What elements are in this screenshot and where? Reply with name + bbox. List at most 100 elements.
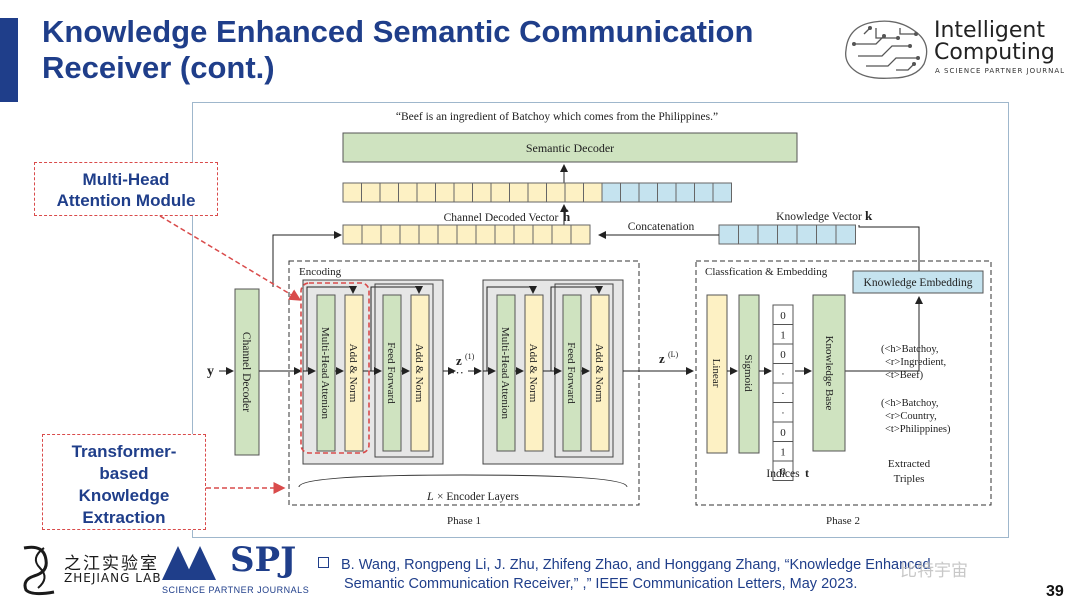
ic-logo-line3: A SCIENCE PARTNER JOURNAL [935,67,1066,75]
svg-text:<t>Beef): <t>Beef) [885,370,924,381]
zhejiang-lab-name-cn: 之江实验室 [64,554,159,574]
mha-callout: Multi-Head Attention Module [34,162,218,216]
y-symbol: y [207,364,214,379]
knowledge-vector-label: Knowledge Vector [776,211,862,223]
phase1-box [288,260,640,506]
phase2-box [695,260,992,506]
index-bit: · [781,369,785,381]
svg-text:(<h>Batchoy,: (<h>Batchoy, [881,344,939,355]
extracted-triple-2: (<h>Batchoy, <r>Country, <t>Philippines) [881,398,951,435]
knowledge-embedding-label: Knowledge Embedding [864,277,973,289]
z1-symbol: z [456,353,462,368]
spj-subtitle: SCIENCE PARTNER JOURNALS [162,585,310,595]
feed-forward-block-label: Feed Forward [565,342,577,404]
sigmoid-block [738,294,760,454]
index-bit: · [781,408,785,420]
add-norm-block-label: Add & Norm [527,344,539,403]
tke-callout-line1: Transformer- [71,442,177,461]
vector-cell [570,224,591,245]
z1-superscript: (1) [465,352,475,361]
index-bit: 0 [780,427,786,439]
slide-title: Knowledge Enhanced Semantic Communicatio… [42,14,754,85]
add-norm-block-label: Add & Norm [593,344,605,403]
mha-callout-line1: Multi-Head [82,170,170,189]
feed-forward-block [382,294,402,452]
index-bit: · [781,388,785,400]
reference-line1: B. Wang, Rongpeng Li, J. Zhu, Zhifeng Zh… [341,557,931,573]
mha-highlight-box [300,282,370,454]
multi-head-attention-block-label: Multi-Head Attenion [499,327,511,419]
tke-callout-line3: Knowledge [78,486,170,505]
zL-superscript: (L) [668,350,679,359]
t-symbol: t [805,466,809,480]
mha-callout-line2: Attention Module [56,191,196,210]
ic-logo-line2: Computing [934,40,1055,65]
knowledge-embedding-block [852,270,984,294]
svg-text:<r>Country,: <r>Country, [885,411,937,422]
encoder-ellipsis: ··· [451,365,464,380]
bullet-square-icon [318,557,329,568]
concatenation-label: Concatenation [628,221,695,233]
h-hat-symbol: ĥ [563,209,571,224]
reference-line2: Semantic Communication Receiver,” ,” IEE… [344,576,858,592]
encoder-layers-L: L [426,489,434,503]
index-bit: 1 [780,447,786,459]
indices-vector: 0 1 0 · · · 0 1 0 [772,304,794,481]
channel-decoded-vector-label: Channel Decoded Vector [444,212,559,224]
encoder-layer-L-blocks: Multi-Head Attenion Add & Norm Feed Forwar… [483,283,614,458]
tke-callout-line2: based [99,464,149,483]
zL-symbol: z [659,351,665,366]
index-bit: 0 [780,349,786,361]
extracted-label: Extracted [888,458,931,470]
knowledge-vector [718,224,856,245]
brain-circuit-logo-icon [845,20,928,79]
svg-text:(<h>Batchoy,: (<h>Batchoy, [881,398,939,409]
linear-block [706,294,728,454]
channel-decoded-vector [342,224,591,245]
add-norm-block [524,294,544,452]
svg-text:<t>Philippines): <t>Philippines) [885,424,951,435]
semantic-decoder-label: Semantic Decoder [526,141,614,155]
phase2-label: Phase 2 [826,515,860,527]
channel-decoder-block [234,288,260,456]
zhejiang-lab-logo-icon [23,545,55,596]
add-norm-block [344,294,364,452]
encoder-layers-label: × Encoder Layers [437,491,519,503]
input-sentence: “Beef is an ingredient of Batchoy which … [396,111,718,123]
page-number: 39 [1046,583,1064,600]
add-norm-block [590,294,610,452]
multi-head-attention-block [496,294,516,452]
feed-forward-block-label: Feed Forward [385,342,397,404]
mha-callout-arrow [159,215,302,301]
multi-head-attention-block-label: Multi-Head Attenion [319,327,331,419]
classification-embedding-label: Classfication & Embedding [705,266,828,278]
knowledge-base-block [812,294,846,452]
sigmoid-label: Sigmoid [742,354,754,392]
triples-label: Triples [894,473,925,485]
spj-name: SPJ [230,540,297,580]
ic-logo-line1: Intelligent [934,18,1045,43]
indices-label: Indices [766,468,800,480]
svg-text:<r>Ingredient,: <r>Ingredient, [885,357,946,368]
add-norm-block-label: Add & Norm [347,344,359,403]
add-norm-block [410,294,430,452]
architecture-figure: “Beef is an ingredient of Batchoy which … [192,102,1009,538]
encoding-label: Encoding [299,266,342,278]
multi-head-attention-block [316,294,336,452]
index-cell [772,460,794,481]
encoder-layer-1-blocks: Multi-Head Attenion Add & Norm Feed Forwar… [303,283,434,458]
tke-callout: Transformer- based Knowledge Extraction [42,434,206,530]
vector-cell [835,224,856,245]
phase1-label: Phase 1 [447,515,481,527]
zhejiang-lab-name-en: ZHEJIANG LAB [64,571,162,585]
extracted-triple-1: (<h>Batchoy, <r>Ingredient, <t>Beef) [881,344,946,381]
index-bit: 1 [780,330,786,342]
linear-label: Linear [710,359,722,388]
index-bit: 0 [780,310,786,322]
index-bit: 0 [780,466,786,478]
concatenated-vector [342,182,732,203]
vector-cell [712,182,732,203]
add-norm-block-label: Add & Norm [413,344,425,403]
channel-decoder-label: Channel Decoder [240,332,252,412]
